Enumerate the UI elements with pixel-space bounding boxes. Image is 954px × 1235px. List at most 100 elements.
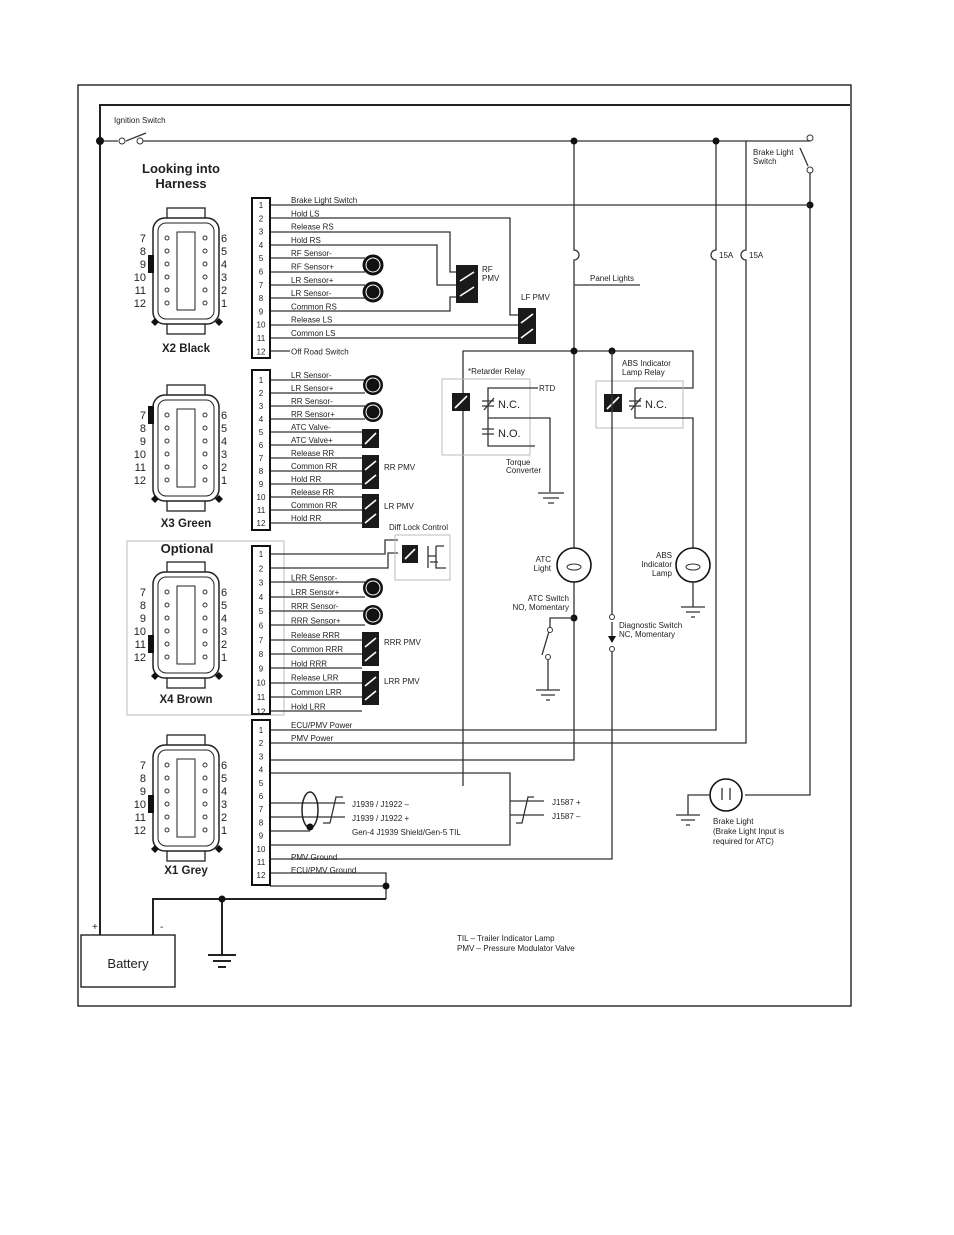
x4-pin-label: RRR Sensor- — [291, 602, 339, 611]
x3-face-pin-right: 6 — [221, 410, 227, 422]
x4-wiring: Diff Lock Control RRR PMV LRR PMV — [126, 523, 451, 716]
x3-pin-label: RR Sensor- — [291, 397, 333, 406]
title-line-1: Looking into — [142, 161, 220, 176]
battery-minus: - — [160, 922, 163, 933]
shield-label: Gen-4 J1939 Shield/Gen-5 TIL — [352, 828, 461, 837]
x3-face-pin-right: 3 — [221, 449, 227, 461]
x1-face-pin-left: 7 — [140, 760, 146, 772]
x3-face-pin-right: 5 — [221, 423, 227, 435]
abs-lamp-label-2: Indicator — [641, 560, 672, 569]
x4-pin-number: 10 — [257, 679, 266, 688]
brake-light-switch: Brake Light Switch — [745, 134, 814, 796]
x2-face-pin-right: 2 — [221, 285, 227, 297]
x1-pin-number: 3 — [259, 752, 264, 761]
x2-face-pin-left: 7 — [140, 233, 146, 245]
ignition-switch-label: Ignition Switch — [114, 116, 166, 125]
x1-connector-name: X1 Grey — [164, 865, 208, 877]
x1-face-pin-right: 2 — [221, 812, 227, 824]
torque-converter-label-2: Converter — [506, 466, 541, 475]
x1-pin-number: 5 — [259, 779, 264, 788]
atc-switch-label-2: NO, Momentary — [513, 603, 569, 612]
x3-face-pin-right: 4 — [221, 436, 227, 448]
battery-positive-wire — [99, 104, 850, 935]
j1939-minus-label: J1939 / J1922 – — [352, 800, 409, 809]
x3-pin-number: 9 — [259, 480, 264, 489]
x3-pin-number: 2 — [259, 389, 264, 398]
x2-pin-number: 9 — [259, 307, 264, 316]
x1-pin-label: PMV Power — [291, 734, 334, 743]
x4-pin-number: 6 — [259, 622, 264, 631]
x3-connector-name: X3 Green — [161, 518, 212, 530]
x3-pin-number: 1 — [259, 376, 264, 385]
brake-light-switch-label-2: Switch — [753, 157, 777, 166]
x1-face-pin-left: 12 — [134, 825, 146, 837]
diff-lock-label: Diff Lock Control — [389, 523, 448, 532]
x2-pin-label: Release RS — [291, 223, 334, 232]
x3-pin-number: 8 — [259, 467, 264, 476]
brake-light-label-1: Brake Light — [713, 817, 754, 826]
x2-face-pin-right: 4 — [221, 259, 227, 271]
atc-light: ATC Light — [534, 547, 592, 583]
relay-bus-wire — [462, 350, 694, 786]
x2-pin-label: Common RS — [291, 302, 337, 311]
x2-pin-number: 6 — [259, 268, 264, 277]
x4-pin-number: 2 — [259, 564, 264, 573]
rrr-pmv-label: RRR PMV — [384, 638, 422, 647]
x3-pin-label: ATC Valve+ — [291, 436, 333, 445]
x1-pin-number: 2 — [259, 739, 264, 748]
x3-face-pin-left: 8 — [140, 423, 146, 435]
x3-pin-label: Common RR — [291, 501, 337, 510]
fuse-1-label: 15A — [719, 251, 734, 260]
x1-pin-number: 8 — [259, 818, 264, 827]
x2-face-pin-left: 9 — [140, 259, 146, 271]
x1-pin-label: PMV Ground — [291, 853, 337, 862]
x4-face-pin-left: 11 — [135, 639, 146, 651]
lr-pmv-label: LR PMV — [384, 502, 414, 511]
x4-pin-number: 9 — [259, 664, 264, 673]
x4-pin-number: 1 — [259, 550, 264, 559]
x4-pin-number: 8 — [259, 650, 264, 659]
x4-face-pin-right: 6 — [221, 587, 227, 599]
x1-pin-number: 4 — [259, 766, 264, 775]
legend-pmv: PMV – Pressure Modulator Valve — [457, 944, 575, 953]
x2-face-pin-right: 6 — [221, 233, 227, 245]
lf-pmv-icon — [518, 308, 536, 344]
abs-nc-label: N.C. — [645, 399, 667, 411]
x4-connector-name: X4 Brown — [159, 694, 212, 706]
x2-pin-number: 8 — [259, 294, 264, 303]
atc-light-label-1: ATC — [536, 555, 552, 564]
x2-pin-label: LR Sensor- — [291, 289, 332, 298]
x4-pin-number: 11 — [257, 693, 266, 702]
j1939-plus-label: J1939 / J1922 + — [352, 814, 409, 823]
x2-connector-name: X2 Black — [162, 343, 211, 355]
x2-pin-number: 7 — [259, 281, 264, 290]
x2-pin-label: Hold LS — [291, 209, 319, 218]
brake-light-switch-label-1: Brake Light — [753, 148, 794, 157]
brake-light-lamp: Brake Light (Brake Light Input is requir… — [676, 778, 784, 846]
x4-pin-number: 4 — [259, 593, 264, 602]
j1587-plus-label: J1587 + — [552, 798, 581, 807]
atc-switch-label-1: ATC Switch — [528, 594, 569, 603]
x2-face-pin-left: 10 — [134, 272, 146, 284]
x2-face-pin-right: 5 — [221, 246, 227, 258]
x4-face-pin-right: 3 — [221, 626, 227, 638]
x3-pin-number: 5 — [259, 428, 264, 437]
x4-face-pin-left: 9 — [140, 613, 146, 625]
fuse-2-label: 15A — [749, 251, 764, 260]
x3-pin-number: 4 — [259, 415, 264, 424]
title-line-2: Harness — [155, 176, 206, 191]
x3-pin-label: Release RR — [291, 488, 334, 497]
x2-face-pin-left: 8 — [140, 246, 146, 258]
brake-light-label-3: required for ATC) — [713, 837, 774, 846]
atc-light-label-2: Light — [534, 564, 552, 573]
x4-pin-number: 5 — [259, 607, 264, 616]
x2-wiring: RF PMV LF PMV — [270, 204, 810, 352]
x3-face-pin-right: 1 — [221, 475, 227, 487]
x2-pin-label: RF Sensor- — [291, 249, 332, 258]
x1-face-pin-right: 4 — [221, 786, 227, 798]
x4-pin-label: Common RRR — [291, 645, 343, 654]
x1-pin-number: 12 — [257, 871, 266, 880]
